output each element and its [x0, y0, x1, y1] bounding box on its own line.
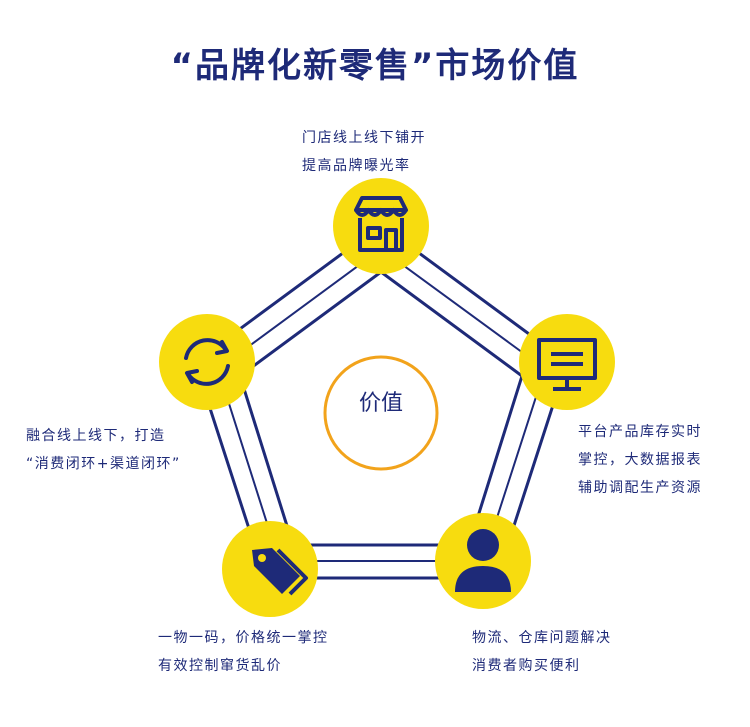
tag-icon [252, 548, 308, 596]
node-user [435, 513, 531, 609]
node-tag [222, 521, 318, 617]
caption-line: “消费闭环+渠道闭环” [26, 456, 181, 472]
user-icon [455, 529, 511, 592]
pentagon-inner-line [238, 270, 524, 547]
center-label: 价值 [358, 391, 403, 416]
center-circle [323, 355, 439, 471]
monitor-icon [537, 338, 597, 391]
caption-line: 辅助调配生产资源 [578, 480, 702, 496]
caption-monitor: 平台产品库存实时 掌控，大数据报表 辅助调配生产资源 [578, 418, 702, 502]
caption-line: 有效控制窜货乱价 [158, 658, 282, 674]
caption-user: 物流、仓库问题解决 消费者购买便利 [472, 624, 612, 680]
store-icon [354, 196, 408, 252]
caption-refresh: 融合线上线下，打造 “消费闭环+渠道闭环” [26, 422, 181, 478]
refresh-icon [184, 338, 230, 386]
node-store [333, 178, 429, 274]
caption-line: 平台产品库存实时 [578, 424, 702, 440]
caption-line: 一物一码，价格统一掌控 [158, 630, 329, 646]
caption-tag: 一物一码，价格统一掌控 有效控制窜货乱价 [158, 624, 329, 680]
caption-line: 掌控，大数据报表 [578, 452, 702, 468]
node-monitor [519, 314, 615, 410]
caption-line: 消费者购买便利 [472, 658, 581, 674]
caption-line: 门店线上线下铺开 [302, 130, 426, 146]
caption-store: 门店线上线下铺开 提高品牌曝光率 [302, 124, 426, 180]
caption-line: 提高品牌曝光率 [302, 158, 411, 174]
caption-line: 融合线上线下，打造 [26, 428, 166, 444]
node-refresh [159, 314, 255, 410]
caption-line: 物流、仓库问题解决 [472, 630, 612, 646]
page-title: “品牌化新零售”市场价值 [170, 46, 580, 86]
